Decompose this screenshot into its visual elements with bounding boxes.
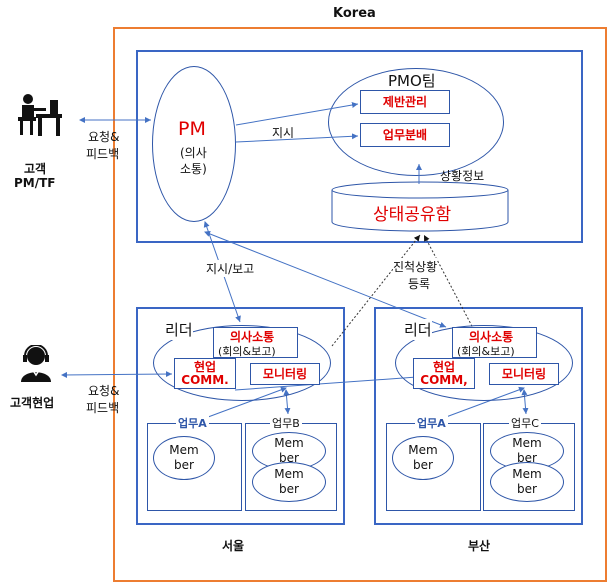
seoul-task-b-label: 업무B — [270, 415, 302, 431]
seoul-leader-ellipse — [153, 325, 331, 401]
seoul-member-a-1: Mem — [169, 443, 199, 457]
busan-member-c2-2: ber — [517, 482, 537, 496]
busan-leader-label: 리더 — [404, 319, 432, 340]
pm-sub1: (의사 — [180, 146, 207, 160]
seoul-comm-title: 의사소통 — [230, 330, 275, 344]
status-box-label: 상태공유함 — [373, 205, 452, 225]
seoul-task-a-label: 업무A — [176, 415, 209, 431]
client-field-label: 고객현업 — [10, 396, 55, 410]
instruct-label: 지시 — [272, 126, 295, 140]
busan-member-a-2: ber — [413, 458, 433, 472]
busan-comm-box — [452, 327, 537, 358]
seoul-comm-sub: (회의&보고) — [218, 345, 276, 358]
pmo-title: PMO팀 — [388, 72, 436, 90]
seoul-comm-box — [213, 327, 298, 358]
busan-field-comm-line1: 현업 — [432, 359, 456, 374]
seoul-site-label: 서울 — [222, 539, 245, 553]
headset-person-icon — [21, 345, 51, 382]
busan-member-c2: Mem ber — [490, 462, 564, 502]
pmo-item-general-management: 제반관리 — [360, 90, 450, 114]
desk-person-icon — [18, 94, 62, 136]
seoul-field-comm-line2: COMM. — [181, 372, 229, 387]
busan-member-a-1: Mem — [408, 443, 438, 457]
seoul-member-a: Mem ber — [153, 436, 215, 480]
seoul-leader-label: 리더 — [165, 319, 193, 340]
busan-task-c-label: 업무C — [509, 415, 541, 431]
busan-monitoring-box: 모니터링 — [489, 363, 559, 385]
seoul-member-b2: Mem ber — [252, 462, 326, 502]
busan-box — [374, 307, 583, 525]
korea-frame — [113, 27, 607, 582]
busan-leader-ellipse — [395, 325, 573, 401]
busan-member-c1-2: ber — [517, 451, 537, 465]
seoul-member-b2-2: ber — [279, 482, 299, 496]
korea-label: Korea — [333, 6, 376, 21]
busan-field-comm-box: 현업 COMM, — [413, 358, 475, 389]
request-feedback-bottom-2: 피드백 — [86, 401, 120, 415]
busan-member-c2-1: Mem — [512, 467, 542, 481]
progress-label-1: 진척상황 — [393, 258, 438, 275]
pm-title: PM — [178, 118, 206, 140]
client-pm-label-1: 고객 — [24, 162, 47, 176]
busan-comm-sub: (회의&보고) — [457, 345, 515, 358]
request-feedback-top-2: 피드백 — [86, 147, 120, 161]
seoul-member-a-2: ber — [174, 458, 194, 472]
busan-member-a: Mem ber — [392, 436, 454, 480]
seoul-field-comm-line1: 현업 — [193, 359, 217, 374]
seoul-monitoring-box: 모니터링 — [250, 363, 320, 385]
busan-member-c1-1: Mem — [512, 436, 542, 450]
status-cylinder — [331, 181, 509, 232]
pm-sub2: 소통) — [180, 162, 207, 176]
instruct-report-label: 지시/보고 — [206, 260, 255, 277]
request-feedback-top-1: 요청& — [88, 130, 120, 144]
seoul-member-b2-1: Mem — [274, 467, 304, 481]
busan-site-label: 부산 — [468, 539, 491, 553]
seoul-field-comm-box: 현업 COMM. — [174, 358, 236, 389]
status-info-label: 상황정보 — [440, 169, 485, 183]
seoul-member-b1-2: ber — [279, 451, 299, 465]
pmo-ellipse — [328, 68, 504, 176]
pmo-item-task-distribution: 업무분배 — [360, 123, 450, 147]
busan-comm-title: 의사소통 — [469, 330, 514, 344]
client-pm-label-2: PM/TF — [14, 176, 56, 190]
busan-field-comm-line2: COMM, — [420, 372, 468, 387]
pm-ellipse — [152, 66, 236, 222]
seoul-member-b1-1: Mem — [274, 436, 304, 450]
progress-label-2: 등록 — [408, 275, 431, 292]
request-feedback-bottom-1: 요청& — [88, 384, 120, 398]
busan-task-a-label: 업무A — [415, 415, 448, 431]
